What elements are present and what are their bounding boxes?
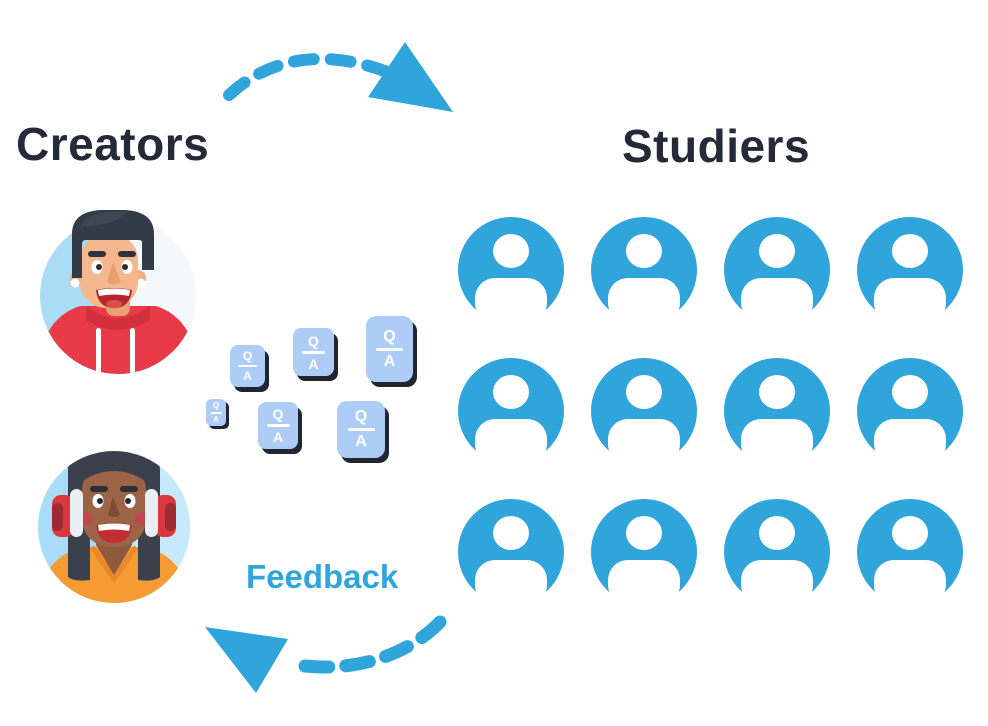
flashcard-q-label: Q bbox=[354, 408, 368, 425]
flashcard-divider bbox=[238, 365, 257, 367]
flashcard-a-label: A bbox=[383, 352, 396, 370]
user-torso-shape bbox=[741, 278, 813, 323]
user-icon bbox=[857, 358, 963, 464]
flashcard-q-label: Q bbox=[242, 349, 253, 363]
user-icon bbox=[458, 358, 564, 464]
flashcard-divider bbox=[347, 428, 375, 431]
user-head-shape bbox=[493, 516, 529, 550]
top-dashed-arc-arrow-right-icon bbox=[223, 42, 453, 112]
flashcard-a-label: A bbox=[243, 369, 252, 383]
studiers-grid bbox=[458, 217, 963, 605]
user-icon bbox=[458, 217, 564, 323]
user-icon bbox=[857, 499, 963, 605]
flashcard-divider bbox=[302, 350, 325, 354]
user-icon bbox=[724, 499, 830, 605]
user-torso-shape bbox=[608, 419, 680, 464]
user-torso-shape bbox=[874, 419, 946, 464]
user-head-shape bbox=[759, 375, 795, 409]
bottom-dashed-arc-arrow-left-icon bbox=[205, 615, 447, 693]
user-head-shape bbox=[493, 375, 529, 409]
user-torso-shape bbox=[475, 278, 547, 323]
man-red-hoodie-avatar bbox=[40, 210, 196, 374]
user-torso-shape bbox=[608, 278, 680, 323]
user-icon bbox=[591, 499, 697, 605]
creators-heading: Creators bbox=[16, 118, 210, 170]
user-head-shape bbox=[892, 375, 928, 409]
flashcard: Q A bbox=[293, 328, 334, 376]
user-torso-shape bbox=[475, 560, 547, 605]
user-icon bbox=[724, 358, 830, 464]
user-icon bbox=[591, 358, 697, 464]
flashcard-q-label: Q bbox=[383, 327, 396, 345]
flashcard-divider bbox=[210, 411, 222, 414]
flashcard-divider bbox=[266, 424, 290, 427]
user-torso-shape bbox=[874, 560, 946, 605]
user-head-shape bbox=[759, 234, 795, 268]
flashcard-q-label: Q bbox=[308, 332, 319, 349]
user-torso-shape bbox=[874, 278, 946, 323]
flashcard-divider bbox=[376, 347, 403, 351]
user-head-shape bbox=[626, 375, 662, 409]
flashcard-a-label: A bbox=[355, 433, 367, 450]
user-icon bbox=[724, 217, 830, 323]
user-head-shape bbox=[626, 234, 662, 268]
user-torso-shape bbox=[608, 560, 680, 605]
flashcard-q-label: Q bbox=[212, 400, 220, 410]
user-torso-shape bbox=[475, 419, 547, 464]
flashcard-q-label: Q bbox=[272, 406, 284, 422]
studiers-heading: Studiers bbox=[622, 120, 811, 172]
flashcard-a-label: A bbox=[308, 355, 319, 372]
user-icon bbox=[458, 499, 564, 605]
user-head-shape bbox=[493, 234, 529, 268]
user-head-shape bbox=[626, 516, 662, 550]
flashcard: Q A bbox=[366, 316, 413, 382]
flashcard: Q A bbox=[230, 345, 265, 387]
user-icon bbox=[857, 217, 963, 323]
flashcard: Q A bbox=[206, 399, 226, 426]
flashcard: Q A bbox=[258, 402, 298, 449]
user-torso-shape bbox=[741, 419, 813, 464]
woman-headphones-avatar bbox=[38, 451, 190, 603]
flashcard: Q A bbox=[337, 401, 385, 458]
user-head-shape bbox=[892, 516, 928, 550]
feedback-label: Feedback bbox=[246, 558, 399, 595]
user-head-shape bbox=[892, 234, 928, 268]
user-torso-shape bbox=[741, 560, 813, 605]
user-icon bbox=[591, 217, 697, 323]
user-head-shape bbox=[759, 516, 795, 550]
flashcard-a-label: A bbox=[272, 429, 284, 445]
flashcard-a-label: A bbox=[213, 414, 219, 424]
